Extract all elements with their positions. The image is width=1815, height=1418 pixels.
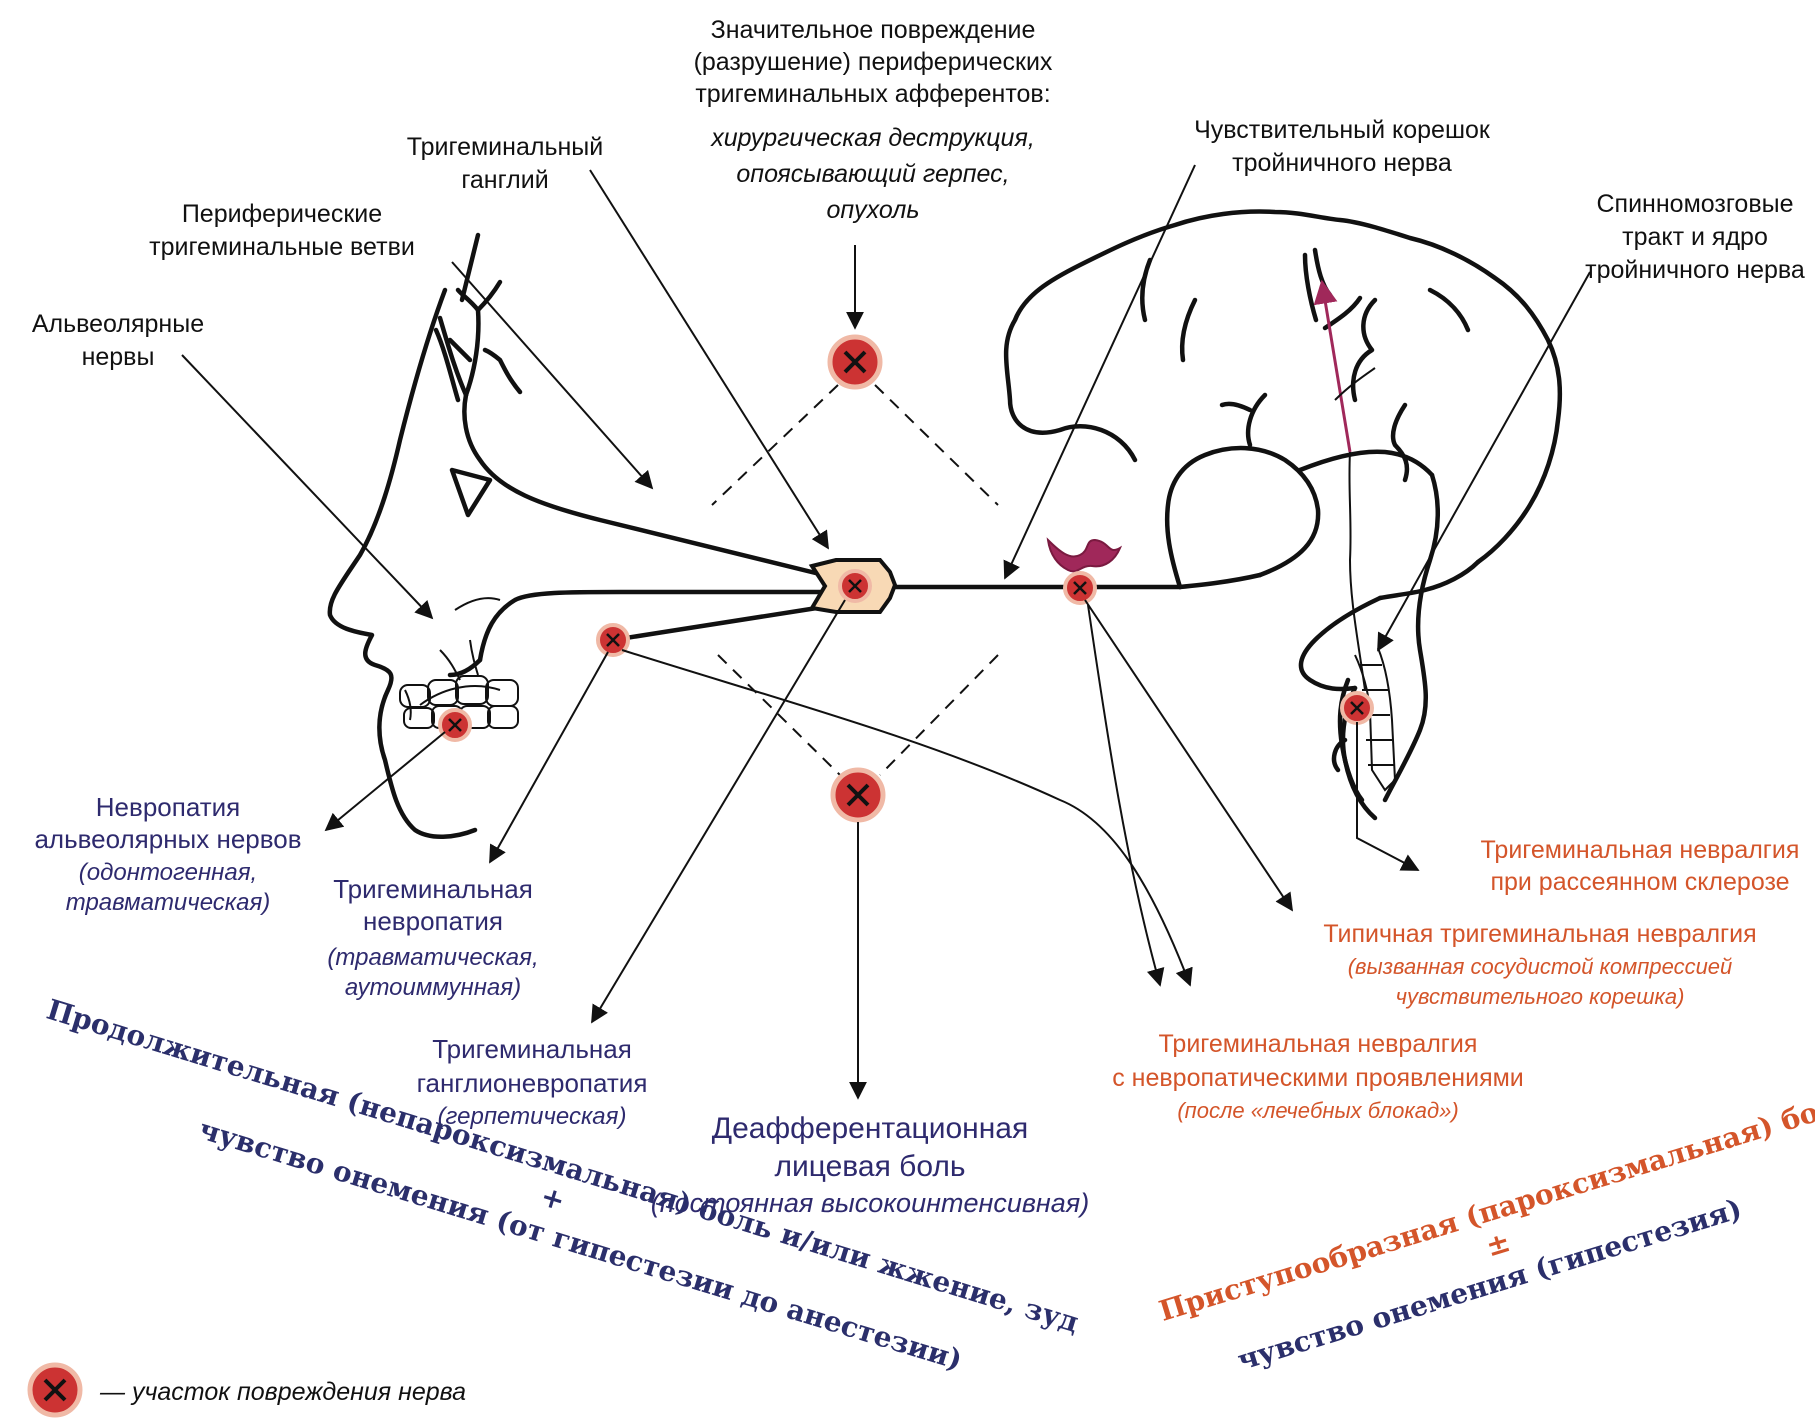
condition-alveolar-neuropathy-note: травматическая) [66, 889, 271, 916]
lesion-deafferentation-marker [833, 770, 883, 820]
lesion-sensory-root-marker [1065, 573, 1095, 603]
condition-neuralgia-neuropathic-title: с невропатическими проявлениями [1112, 1064, 1524, 1092]
lesion-spinal-tract-marker [1342, 693, 1372, 723]
symptoms-left-plus: + [537, 1179, 569, 1217]
condition-ganglioneuropathy-title: ганглионевропатия [417, 1068, 648, 1098]
label-spinal-tract: Спинномозговые [1597, 190, 1794, 218]
condition-neuralgia-neuropathic-title: Тригеминальная невралгия [1159, 1030, 1478, 1058]
brain-outline [1006, 212, 1560, 818]
label-spinal-tract: тройничного нерва [1585, 256, 1805, 284]
condition-deafferentation-title: лицевая боль [774, 1150, 965, 1183]
condition-ganglioneuropathy-title: Тригеминальная [432, 1034, 632, 1064]
top-note-italic-line: опоясывающий герпес, [736, 160, 1009, 188]
symptoms-right-plusminus: ± [1482, 1225, 1514, 1263]
condition-typical-neuralgia-note: (вызванная сосудистой компрессией [1348, 954, 1733, 979]
symptoms-right: Приступообразная (пароксизмальная) боль … [1155, 1084, 1815, 1395]
condition-neuralgia-neuropathic-note: (после «лечебных блокад») [1177, 1098, 1458, 1123]
condition-typical-neuralgia-note: чувствительного корешка) [1396, 984, 1685, 1009]
label-ganglion: Тригеминальный [407, 133, 603, 161]
lesion-alveolar-marker [440, 710, 470, 740]
condition-alveolar-neuropathy-title: Невропатия [96, 792, 240, 822]
lesion-peripheral-afferents-marker [830, 337, 880, 387]
condition-trigeminal-neuropathy-note: (травматическая, [327, 944, 538, 971]
condition-alveolar-neuropathy-title: альвеолярных нервов [34, 824, 301, 854]
top-note-italic-line: хирургическая деструкция, [710, 124, 1035, 152]
legend: — участок повреждения нерва [30, 1365, 466, 1415]
condition-labels-orange: Тригеминальная невралгия с невропатическ… [1112, 836, 1799, 1123]
legend-lesion-icon [30, 1365, 80, 1415]
label-peripheral-branches: тригеминальные ветви [149, 233, 415, 261]
condition-trigeminal-neuropathy-note: аутоиммунная) [345, 974, 521, 1001]
condition-typical-neuralgia-title: Типичная тригеминальная невралгия [1323, 920, 1756, 948]
label-sensory-root: тройничного нерва [1232, 149, 1452, 177]
label-peripheral-branches: Периферические [182, 200, 382, 228]
lesion-ganglion-marker [840, 571, 870, 601]
label-spinal-tract: тракт и ядро [1622, 223, 1768, 251]
condition-trigeminal-neuropathy-title: Тригеминальная [333, 874, 533, 904]
top-note: Значительное повреждение (разрушение) пе… [694, 16, 1053, 224]
top-note-italic-line: опухоль [827, 196, 920, 224]
legend-text: — участок повреждения нерва [99, 1378, 466, 1406]
condition-ms-neuralgia-title: Тригеминальная невралгия [1481, 836, 1800, 864]
label-alveolar-nerves: нервы [82, 343, 155, 371]
anatomy-labels: Тригеминальный ганглий Периферические тр… [32, 116, 1805, 371]
label-sensory-root: Чувствительный корешок [1194, 116, 1491, 144]
condition-alveolar-neuropathy-note: (одонтогенная, [79, 859, 257, 886]
top-note-line: Значительное повреждение [711, 16, 1036, 44]
condition-deafferentation-title: Деафферентационная [712, 1112, 1028, 1145]
top-note-line: (разрушение) периферических [694, 48, 1053, 76]
condition-ms-neuralgia-title: при рассеянном склерозе [1490, 868, 1789, 896]
vascular-loop [1048, 540, 1120, 571]
label-ganglion: ганглий [461, 166, 548, 194]
top-note-line: тригеминальных афферентов: [695, 80, 1050, 108]
condition-trigeminal-neuropathy-title: невропатия [363, 906, 503, 936]
label-alveolar-nerves: Альвеолярные [32, 310, 204, 338]
